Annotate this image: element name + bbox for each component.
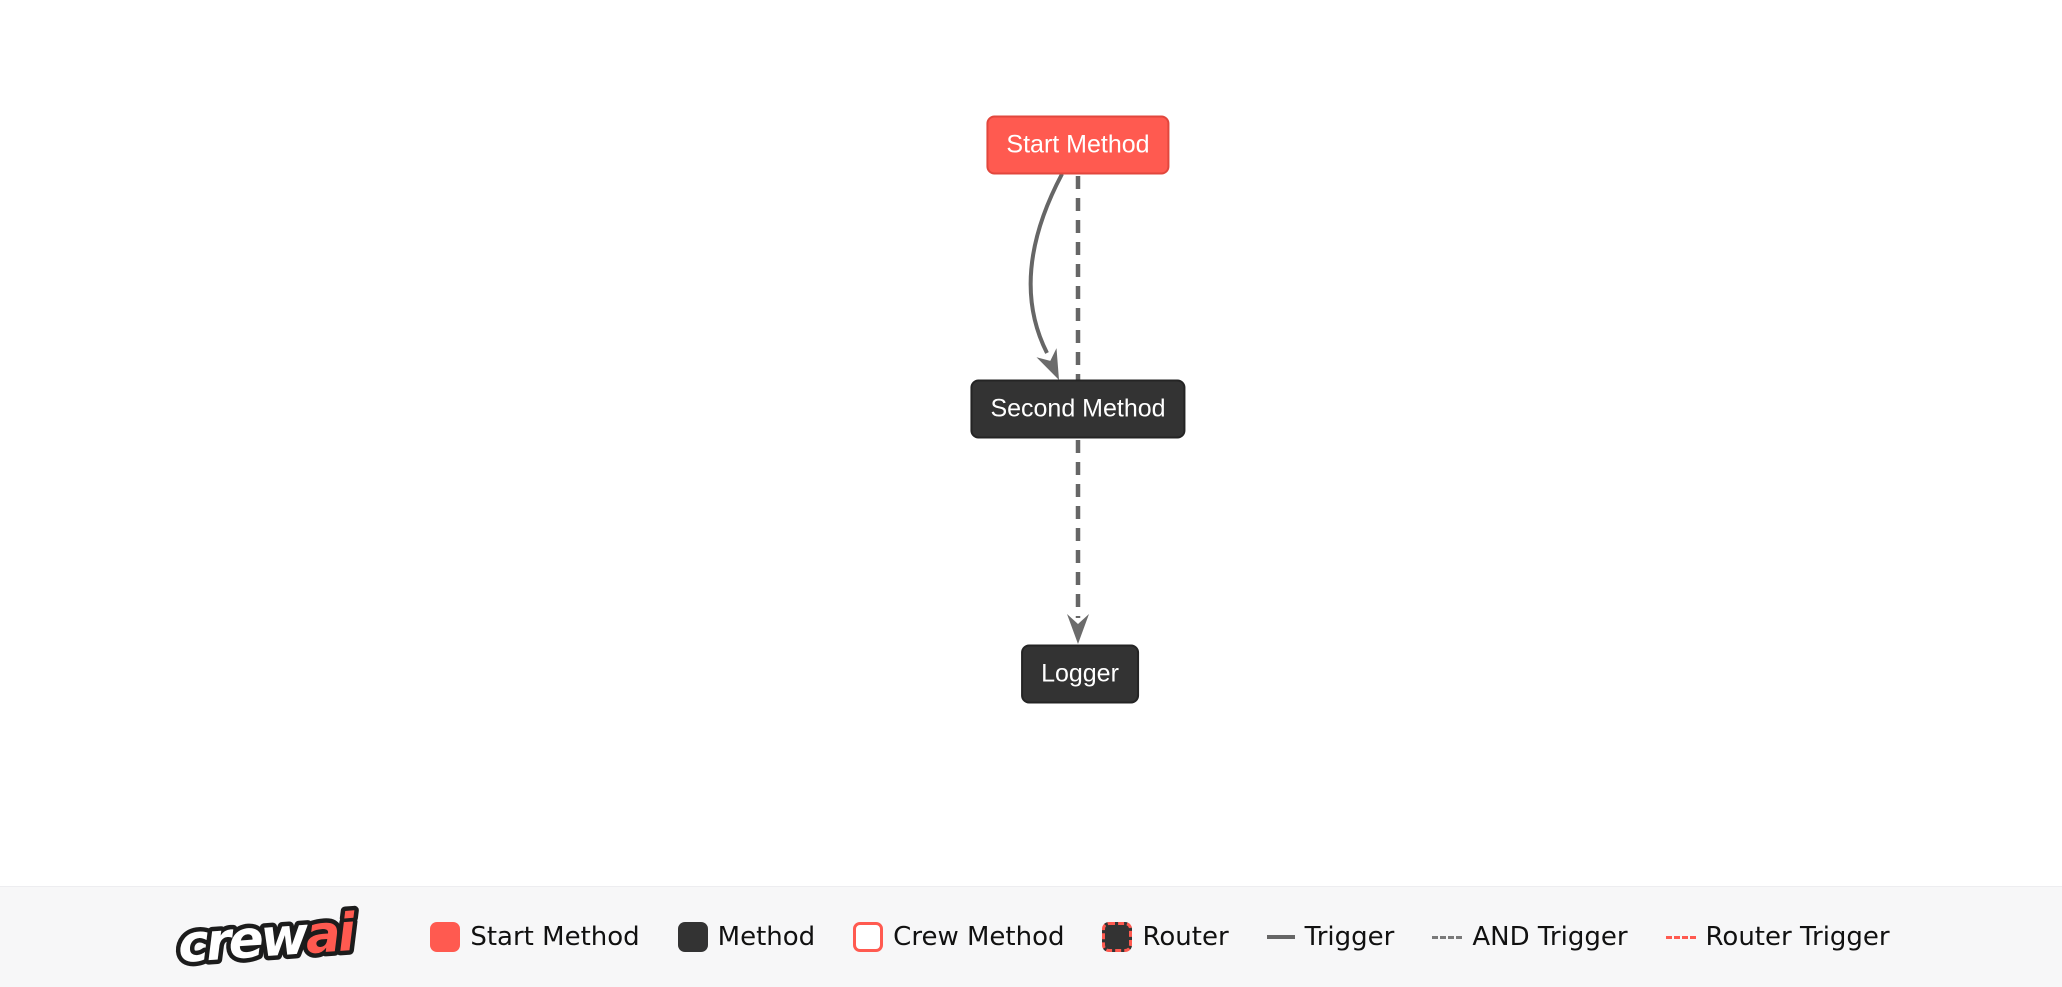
legend-label: Trigger <box>1304 922 1395 952</box>
node-start-method[interactable]: Start Method <box>986 115 1170 175</box>
node-logger[interactable]: Logger <box>1021 644 1139 704</box>
trigger-edge <box>1028 173 1064 354</box>
legend-item-method: Method <box>677 922 816 952</box>
node-second-method[interactable]: Second Method <box>970 379 1186 439</box>
trigger-line <box>1266 935 1295 939</box>
crew-method-swatch <box>853 922 884 952</box>
legend-item-and-trigger: AND Trigger <box>1432 922 1628 952</box>
router-trigger-line <box>1665 935 1696 939</box>
method-swatch <box>677 922 708 952</box>
svg-text:crewai: crewai <box>176 903 359 975</box>
and-trigger-arrowhead-icon <box>1067 614 1089 644</box>
legend-item-crew-method: Crew Method <box>853 922 1064 952</box>
legend-item-router-trigger: Router Trigger <box>1665 922 1890 952</box>
router-swatch <box>1102 922 1133 952</box>
legend-label: Method <box>717 922 816 952</box>
flow-canvas[interactable]: Start Method Second Method Logger <box>0 0 2062 887</box>
legend-bar: crewai Start Method Method Crew Method R… <box>0 886 2062 987</box>
start-method-swatch <box>430 922 461 952</box>
legend-item-trigger: Trigger <box>1266 922 1395 952</box>
legend-label: AND Trigger <box>1472 922 1628 952</box>
legend-item-router: Router <box>1102 922 1229 952</box>
trigger-arrowhead-icon <box>1036 348 1059 380</box>
legend-label: Router <box>1142 922 1229 952</box>
legend-label: Router Trigger <box>1705 922 1890 952</box>
and-trigger-line <box>1432 935 1463 939</box>
legend-label: Start Method <box>470 922 640 952</box>
legend-item-start-method: Start Method <box>430 922 640 952</box>
legend-label: Crew Method <box>893 922 1065 952</box>
crewai-logo: crewai <box>172 899 363 975</box>
